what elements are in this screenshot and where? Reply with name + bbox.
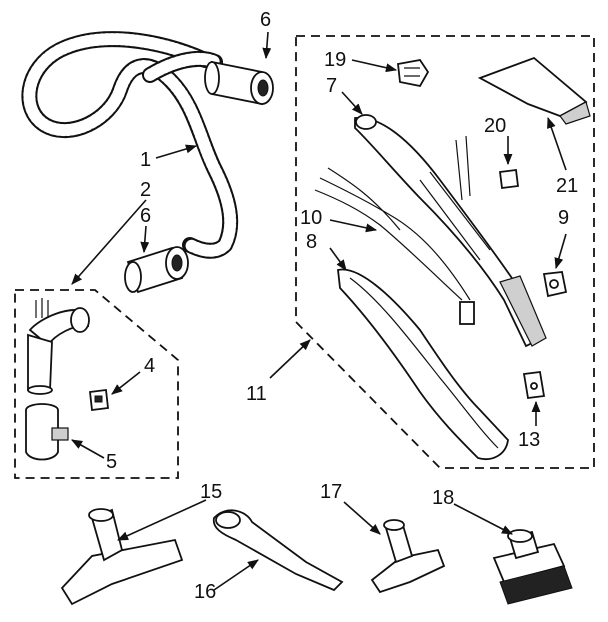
callout-8: 8 <box>306 231 317 253</box>
upholstery-tool-part <box>370 519 446 594</box>
callout-20: 20 <box>484 115 506 137</box>
connector-part <box>397 59 430 88</box>
switch-part <box>498 168 520 190</box>
callout-11: 11 <box>246 383 267 405</box>
callout-7: 7 <box>326 75 337 97</box>
callout-17: 17 <box>320 481 342 503</box>
callout-19: 19 <box>324 49 346 71</box>
floor-tool-part <box>60 508 184 606</box>
callout-21: 21 <box>556 175 578 197</box>
callout-4: 4 <box>144 355 155 377</box>
callout-16: 16 <box>194 581 216 603</box>
callout-6-lower: 6 <box>140 205 151 227</box>
callout-18: 18 <box>432 487 454 509</box>
clip-part-9 <box>542 271 568 298</box>
coupling-upper <box>204 60 274 106</box>
wiring-part <box>314 135 475 325</box>
swivel-assembly-box <box>14 289 179 479</box>
hose-part <box>21 31 239 259</box>
callout-5: 5 <box>106 451 117 473</box>
callout-1: 1 <box>140 149 151 171</box>
wand-handle-part <box>354 114 547 348</box>
cover-part <box>477 56 591 125</box>
lower-housing-part <box>337 268 509 460</box>
callout-10: 10 <box>300 207 322 229</box>
callout-15: 15 <box>200 481 222 503</box>
latch-part <box>522 370 546 400</box>
coupling-lower <box>124 246 189 294</box>
crevice-tool-part <box>212 509 344 592</box>
leader-lines <box>71 31 567 591</box>
callout-2: 2 <box>140 179 151 201</box>
callout-6-upper: 6 <box>260 9 271 31</box>
wand-assembly-box <box>295 35 595 469</box>
dusting-brush-part <box>492 529 573 605</box>
callout-9: 9 <box>558 207 569 229</box>
callout-13: 13 <box>518 429 540 451</box>
